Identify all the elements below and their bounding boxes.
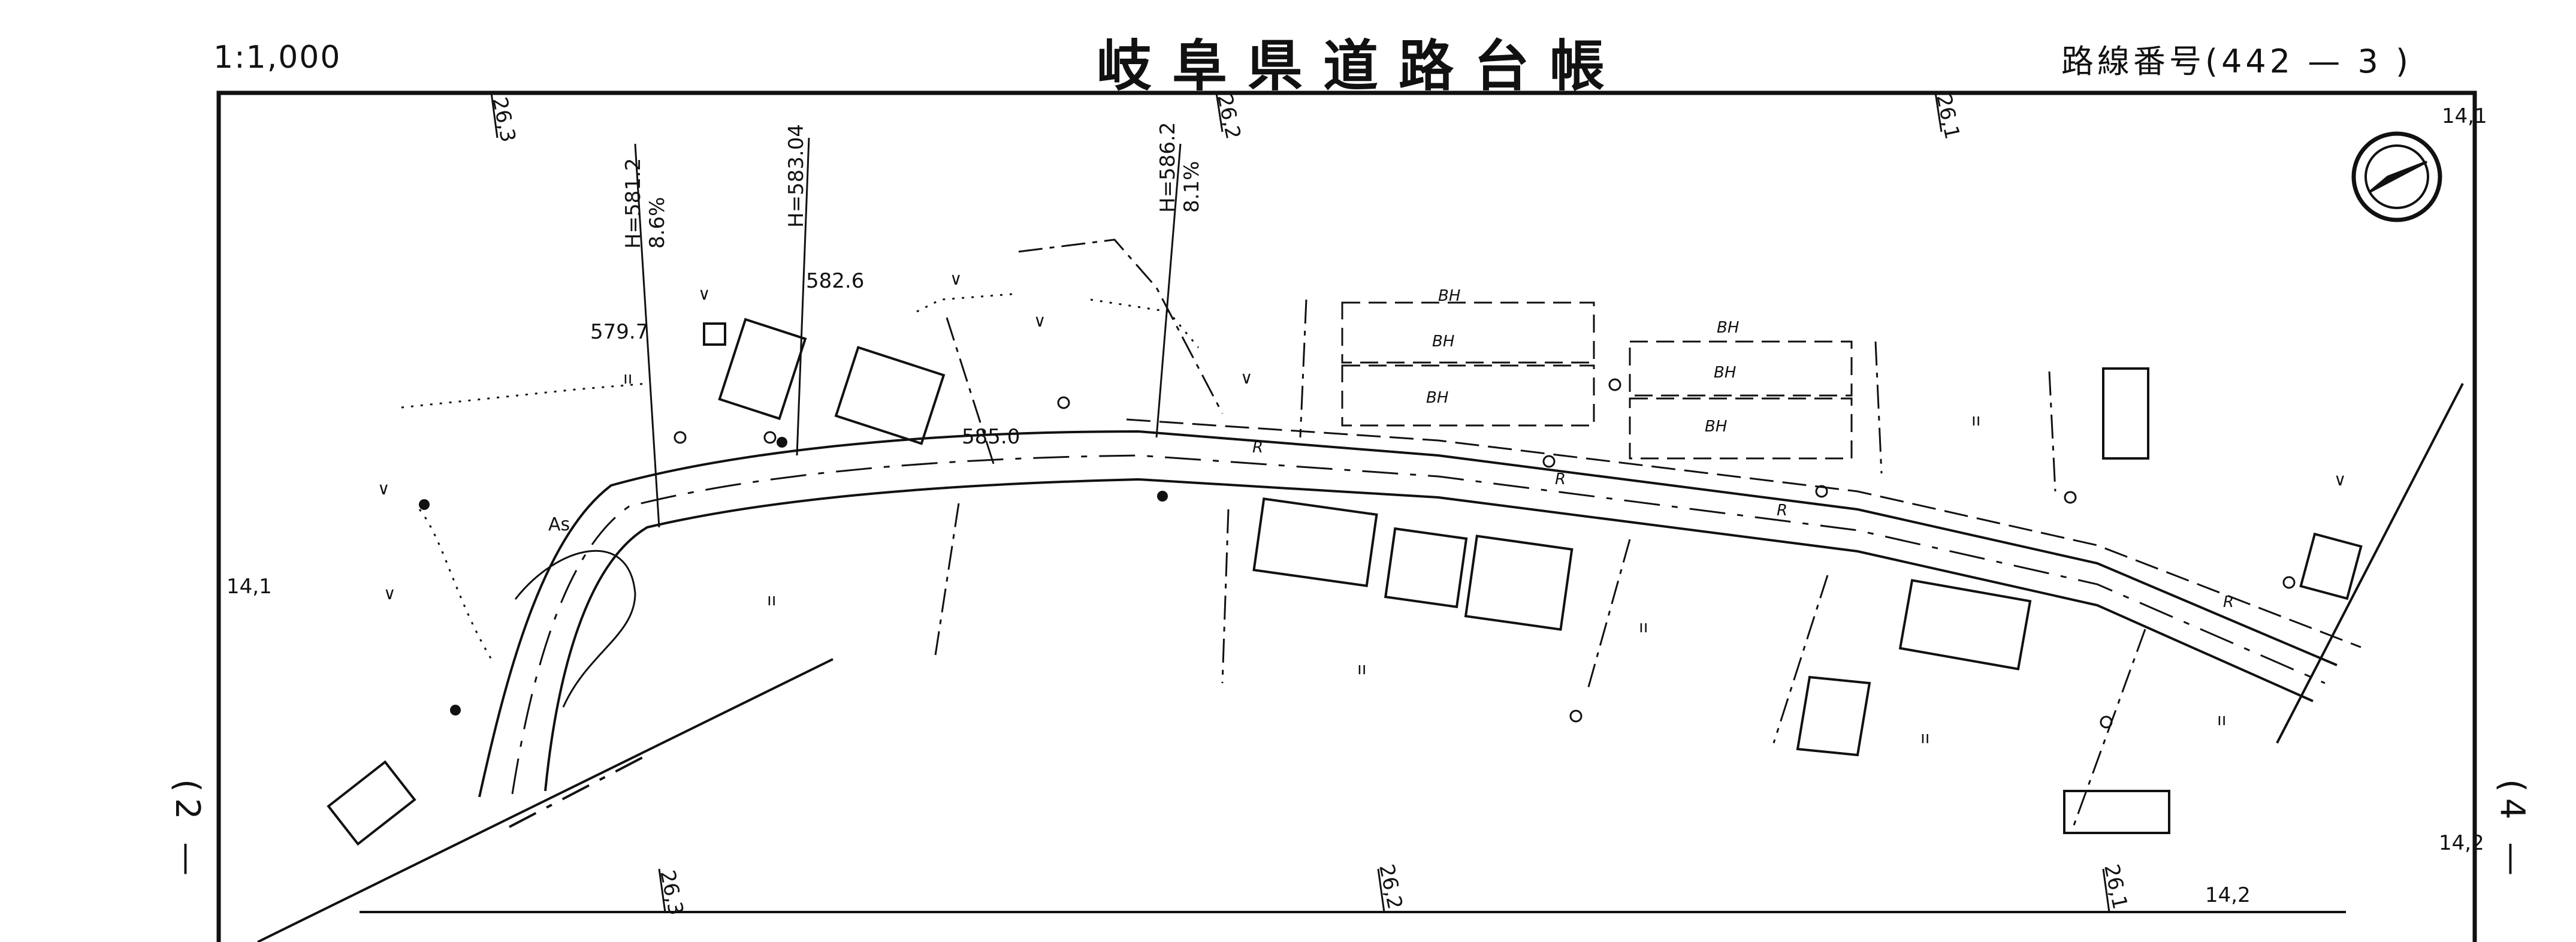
spot-height: 579.7 [590, 320, 648, 344]
gradient-label: 8.1% [1180, 161, 1204, 213]
building [327, 760, 416, 846]
grid-label-top-left: 26,3 [487, 95, 520, 144]
parcel-line [1221, 509, 1230, 684]
parcel-line [1587, 539, 1631, 690]
road-edge-south [544, 478, 2314, 792]
edge-label-bottom-right: 14,2 [2205, 883, 2251, 907]
building [2299, 532, 2363, 600]
dotted-boundary [916, 292, 1019, 313]
field-symbol: ∨ [383, 584, 396, 603]
field-symbol: ∨ [950, 269, 962, 289]
field-symbol: ∨ [1034, 311, 1046, 331]
field-symbol: ıı [1971, 410, 1981, 430]
road-symbol: R [1777, 502, 1787, 520]
edge-label-right-top: 14,1 [2442, 104, 2487, 128]
edge-label-right-bottom: 14,2 [2439, 831, 2484, 855]
pavement-symbol: As [548, 514, 570, 535]
north-arrow-icon [2351, 131, 2442, 222]
map-scale: 1:1,000 [213, 40, 342, 76]
parking-label: BH [1438, 287, 1460, 305]
building [1464, 535, 1574, 631]
parcel-line [1772, 575, 1829, 744]
parking-label: BH [1426, 389, 1448, 407]
elevation-label: H=581.2 [621, 158, 645, 249]
spot-height: 582.6 [806, 269, 864, 293]
dotted-boundary [418, 509, 493, 660]
road-symbol: R [2223, 593, 2234, 611]
left-page-marker: (2 — [168, 779, 207, 882]
ramp-curve [514, 550, 636, 708]
parking-label: BH [1714, 364, 1736, 382]
field-symbol: ıı [2217, 709, 2227, 729]
parcel-line [1299, 299, 1307, 438]
building [2102, 367, 2149, 460]
route-number: 路線番号(442 — 3 ) [2061, 43, 2412, 80]
parcel-line [2048, 371, 2056, 492]
elevation-label: H=586.2 [1156, 122, 1180, 213]
grid-label-top-right: 26,1 [1931, 92, 1964, 141]
grid-label-bottom-mid: 26,2 [1374, 862, 1407, 911]
field-symbol: ∨ [2334, 470, 2347, 490]
parking-area [1341, 364, 1595, 427]
building [703, 322, 726, 346]
parcel-line [1874, 341, 1883, 474]
road-symbol: R [1555, 470, 1566, 488]
building [718, 318, 807, 421]
field-symbol: ıı [623, 368, 633, 388]
parcel-line [1018, 238, 1224, 414]
building [1898, 579, 2032, 671]
field-symbol: ∨ [698, 284, 711, 304]
parking-area [1629, 397, 1853, 460]
building [1384, 527, 1468, 609]
mid-dash-boundary [509, 754, 648, 828]
lower-left-boundary [257, 658, 833, 942]
parking-label: BH [1432, 333, 1454, 351]
building [1252, 497, 1378, 587]
building [834, 346, 946, 445]
page-title: 岐阜県道路台帳 [1097, 34, 1626, 98]
field-symbol: ∨ [1240, 368, 1253, 388]
right-boundary [2276, 383, 2464, 744]
right-page-marker: (4 — [2493, 779, 2532, 882]
parking-area [1341, 301, 1595, 364]
field-symbol: ıı [1920, 727, 1930, 747]
field-symbol: ıı [1357, 659, 1367, 678]
dotted-boundary [401, 382, 648, 409]
dotted-boundary [1090, 298, 1200, 348]
parking-label: BH [1717, 319, 1739, 337]
building [2063, 790, 2170, 834]
road-symbol: R [1252, 439, 1263, 457]
map-frame [216, 90, 2477, 942]
grid-label-bottom-left: 26,3 [655, 868, 688, 917]
field-symbol: ıı [767, 590, 777, 609]
road-centerline [511, 454, 2326, 795]
field-symbol: ıı [1639, 617, 1648, 636]
edge-label-left: 14,1 [227, 575, 272, 599]
road-side-line [1126, 418, 2361, 648]
grid-label-top-mid: 26,2 [1212, 92, 1245, 141]
parking-label: BH [1705, 418, 1727, 436]
parcel-line [946, 317, 996, 468]
parking-area [1629, 340, 1853, 397]
grid-label-bottom-right: 26,1 [2099, 862, 2132, 911]
parcel-line [2072, 629, 2146, 828]
parcel-line [934, 503, 960, 660]
gradient-label: 8.6% [645, 197, 669, 249]
building [1796, 675, 1871, 757]
road-edge-north [478, 430, 2338, 798]
field-symbol: ∨ [378, 479, 390, 499]
elevation-label: H=583.04 [784, 124, 808, 228]
spot-height: 585.0 [962, 425, 1020, 449]
